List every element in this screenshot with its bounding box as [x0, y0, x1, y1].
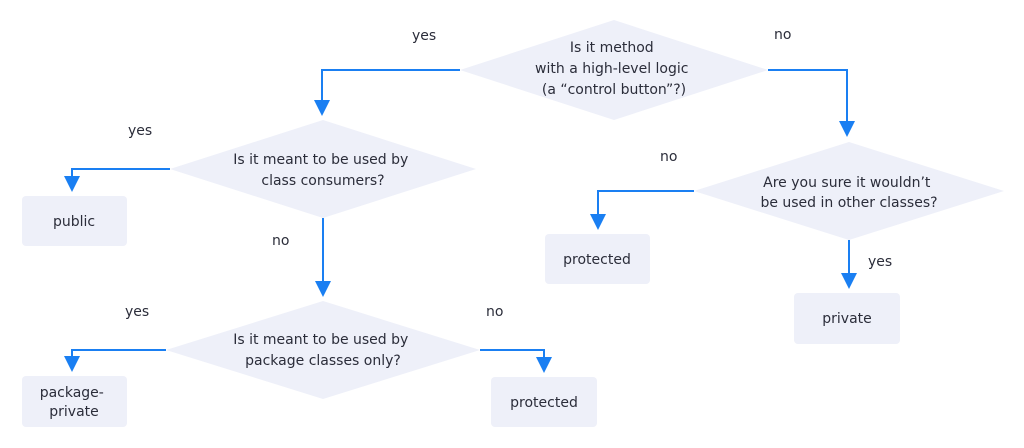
outcome-package-private-label: package- private: [40, 385, 109, 420]
edge-q1-no-label: no: [774, 27, 791, 43]
question-sure-not-used-elsewhere: Are you sure it wouldn’t be used in othe…: [760, 175, 937, 211]
edge-q4-no-line: [597, 190, 694, 214]
edge-q1-yes-arrowhead: [314, 100, 330, 116]
edge-q3-yes-line: [71, 349, 166, 356]
decision-sure-not-used-elsewhere: [694, 142, 1004, 240]
question-line: class consumers?: [261, 173, 384, 189]
outcome-label-line: private: [49, 404, 99, 420]
outcome-label-line: private: [822, 311, 872, 327]
edge-q3-yes-label: yes: [125, 304, 149, 320]
decision-method-high-level-logic: [460, 20, 768, 120]
outcome-label-line: protected: [510, 395, 578, 411]
question-used-by-class-consumers: Is it meant to be used by class consumer…: [233, 152, 413, 189]
edge-q4-no-arrowhead: [590, 214, 606, 230]
edge-q4-yes-label: yes: [868, 254, 892, 270]
outcome-label-line: protected: [563, 252, 631, 268]
outcome-label-line: package-: [40, 385, 104, 401]
edge-q2-yes-line: [71, 168, 170, 176]
edge-q1-yes-line: [321, 69, 460, 100]
question-method-high-level-logic: Is it method with a high-level logic (a …: [535, 40, 693, 98]
question-line: package classes only?: [245, 353, 401, 369]
outcome-private-box: [794, 293, 900, 344]
edge-q2-no-arrowhead: [315, 281, 331, 297]
outcome-protected-left-label: protected: [510, 395, 578, 411]
decision-used-by-package-classes: [166, 301, 480, 399]
edge-q4-yes-arrowhead: [841, 273, 857, 289]
edge-q3-no-arrowhead: [536, 357, 552, 373]
edge-q2-yes-label: yes: [128, 123, 152, 139]
question-line: be used in other classes?: [760, 195, 937, 211]
edge-q3-yes-arrowhead: [64, 356, 80, 372]
question-line: Is it meant to be used by: [233, 332, 408, 348]
outcome-protected-left-box: [491, 377, 597, 427]
edge-q1-yes-label: yes: [412, 28, 436, 44]
decision-used-by-class-consumers: [170, 120, 476, 218]
edge-q3-no-label: no: [486, 304, 503, 320]
edge-q2-no-label: no: [272, 233, 289, 249]
outcome-label-line: public: [53, 214, 95, 230]
outcome-public-box: [22, 196, 127, 246]
question-line: Are you sure it wouldn’t: [763, 175, 931, 191]
outcome-private-label: private: [822, 311, 872, 327]
edge-q3-no-line: [480, 349, 545, 357]
question-line: with a high-level logic: [535, 61, 688, 77]
question-line: (a “control button”?): [542, 82, 686, 98]
outcome-protected-right-box: [545, 234, 650, 284]
question-line: Is it meant to be used by: [233, 152, 408, 168]
edge-q1-no-arrowhead: [839, 121, 855, 137]
edge-q4-no-label: no: [660, 149, 677, 165]
edge-q2-yes-arrowhead: [64, 176, 80, 192]
question-used-by-package-classes: Is it meant to be used by package classe…: [233, 332, 413, 369]
outcome-protected-right-label: protected: [563, 252, 631, 268]
outcome-public-label: public: [53, 214, 95, 230]
outcome-package-private-box: [22, 376, 127, 427]
edge-q1-no-line: [768, 69, 848, 121]
question-line: Is it method: [570, 40, 654, 56]
